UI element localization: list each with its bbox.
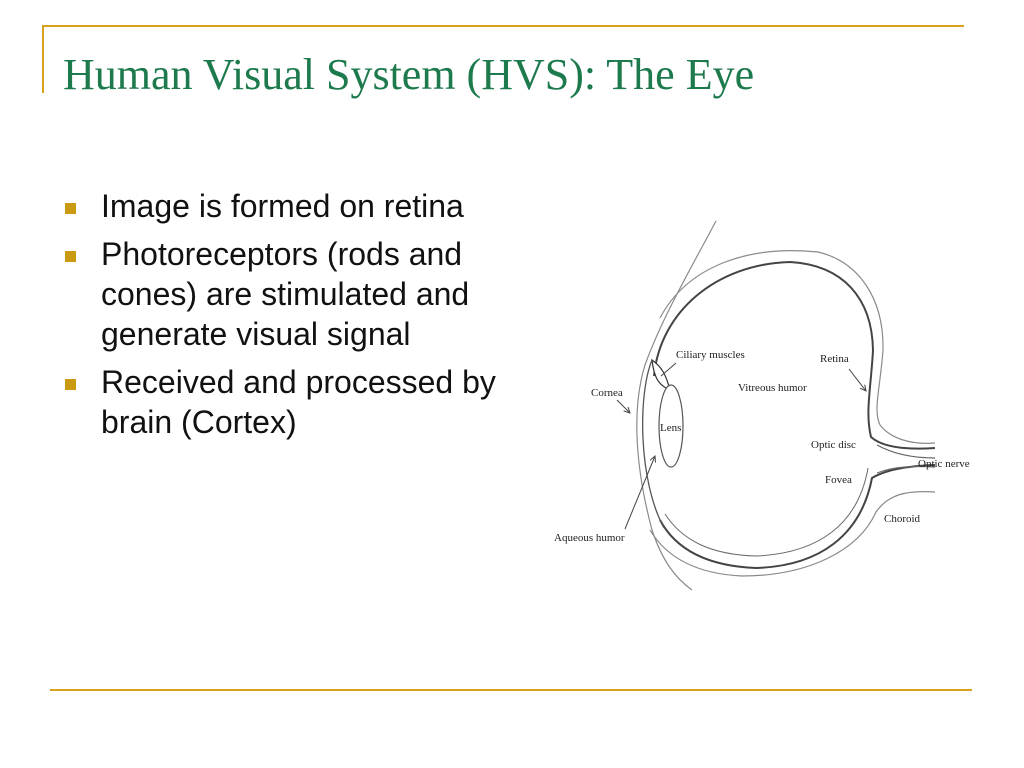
bullet-text: Received and processed by brain (Cortex)	[101, 364, 496, 440]
choroid-upper-layer	[653, 260, 936, 450]
sclera-lower-outline	[649, 490, 936, 577]
choroid-label: Choroid	[884, 513, 921, 525]
ciliary-muscles-label: Ciliary muscles	[676, 349, 745, 361]
lens-label: Lens	[660, 422, 681, 434]
choroid-lower-layer	[659, 464, 936, 570]
retina-label: Retina	[820, 353, 849, 365]
optic-nerve-lower-line	[876, 465, 936, 474]
optic-nerve-label: Optic nerve	[918, 458, 970, 470]
cornea-outline	[642, 359, 665, 529]
bullet-text: Photoreceptors (rods and cones) are stim…	[101, 236, 470, 352]
sclera-upper-outline	[659, 250, 936, 444]
aqueous-humor-arrow	[624, 456, 655, 530]
slide-frame-bottom-line	[50, 689, 972, 691]
bullet-text: Image is formed on retina	[101, 188, 464, 224]
sclera-outline	[636, 220, 717, 591]
lens-shape	[658, 384, 684, 468]
slide-title: Human Visual System (HVS): The Eye	[63, 50, 755, 99]
square-bullet-icon	[65, 251, 76, 262]
bullet-list: Image is formed on retina Photoreceptors…	[62, 186, 512, 450]
optic-disc-label: Optic disc	[811, 439, 856, 451]
ciliary-muscle-shape	[651, 358, 671, 392]
bullet-item: Image is formed on retina	[62, 186, 512, 226]
square-bullet-icon	[65, 203, 76, 214]
aqueous-humor-label: Aqueous humor	[554, 532, 625, 544]
slide-frame-left-line	[42, 25, 44, 93]
slide-frame-top-line	[42, 25, 964, 27]
eye-anatomy-diagram: Ciliary muscles Retina Vitreous humor Co…	[554, 220, 970, 591]
bullet-item: Received and processed by brain (Cortex)	[62, 362, 512, 442]
ciliary-muscles-arrow	[660, 362, 677, 377]
bullet-item: Photoreceptors (rods and cones) are stim…	[62, 234, 512, 354]
retina-arrow	[848, 368, 866, 391]
cornea-arrow	[616, 399, 630, 413]
fovea-label: Fovea	[825, 474, 852, 486]
square-bullet-icon	[65, 379, 76, 390]
vitreous-humor-label: Vitreous humor	[738, 382, 807, 394]
optic-nerve-upper-line	[876, 444, 936, 459]
cornea-label: Cornea	[591, 387, 623, 399]
retina-lower-layer	[664, 467, 869, 557]
